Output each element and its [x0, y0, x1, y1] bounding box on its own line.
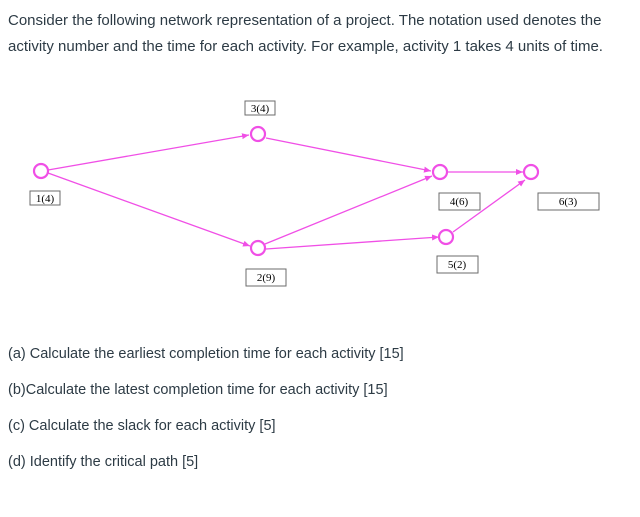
- edge-2-to-4: [264, 175, 433, 245]
- activity-5-label: 5(2): [436, 255, 479, 274]
- edge-2-to-5: [265, 234, 440, 250]
- activity-3-label: 3(4): [244, 100, 276, 116]
- svg-text:3(4): 3(4): [251, 103, 270, 115]
- svg-text:6(3): 6(3): [559, 196, 578, 208]
- activity-1-label: 1(4): [29, 190, 61, 206]
- activity-5-node: [437, 228, 455, 246]
- activity-6-label: 6(3): [537, 192, 600, 211]
- question-list: (a) Calculate the earliest completion ti…: [8, 341, 634, 485]
- project-network-diagram: 1(4) 3(4) 2(9) 4(6) 5(2) 6(3): [29, 100, 600, 287]
- activity-4-label: 4(6): [438, 192, 481, 211]
- activity-3-node: [249, 125, 267, 143]
- activity-2-label: 2(9): [245, 268, 287, 287]
- question-a: (a) Calculate the earliest completion ti…: [8, 346, 404, 362]
- problem-statement: Consider the following network represent…: [8, 12, 603, 55]
- question-d: (d) Identify the critical path [5]: [8, 454, 199, 470]
- svg-text:4(6): 4(6): [450, 196, 469, 208]
- svg-text:5(2): 5(2): [448, 259, 467, 271]
- edge-1-to-2: [47, 172, 251, 247]
- svg-text:1(4): 1(4): [36, 193, 55, 205]
- activity-2-node: [249, 239, 267, 257]
- edge-3-to-4: [265, 137, 432, 173]
- question-b: (b)Calculate the latest completion time …: [8, 382, 388, 398]
- activity-1-node: [32, 162, 50, 180]
- activity-4-node: [431, 163, 449, 181]
- question-c: (c) Calculate the slack for each activit…: [8, 418, 276, 434]
- edge-5-to-6: [452, 179, 526, 233]
- svg-text:2(9): 2(9): [257, 272, 276, 284]
- activity-6-node: [522, 163, 540, 181]
- edge-1-to-3: [47, 133, 250, 171]
